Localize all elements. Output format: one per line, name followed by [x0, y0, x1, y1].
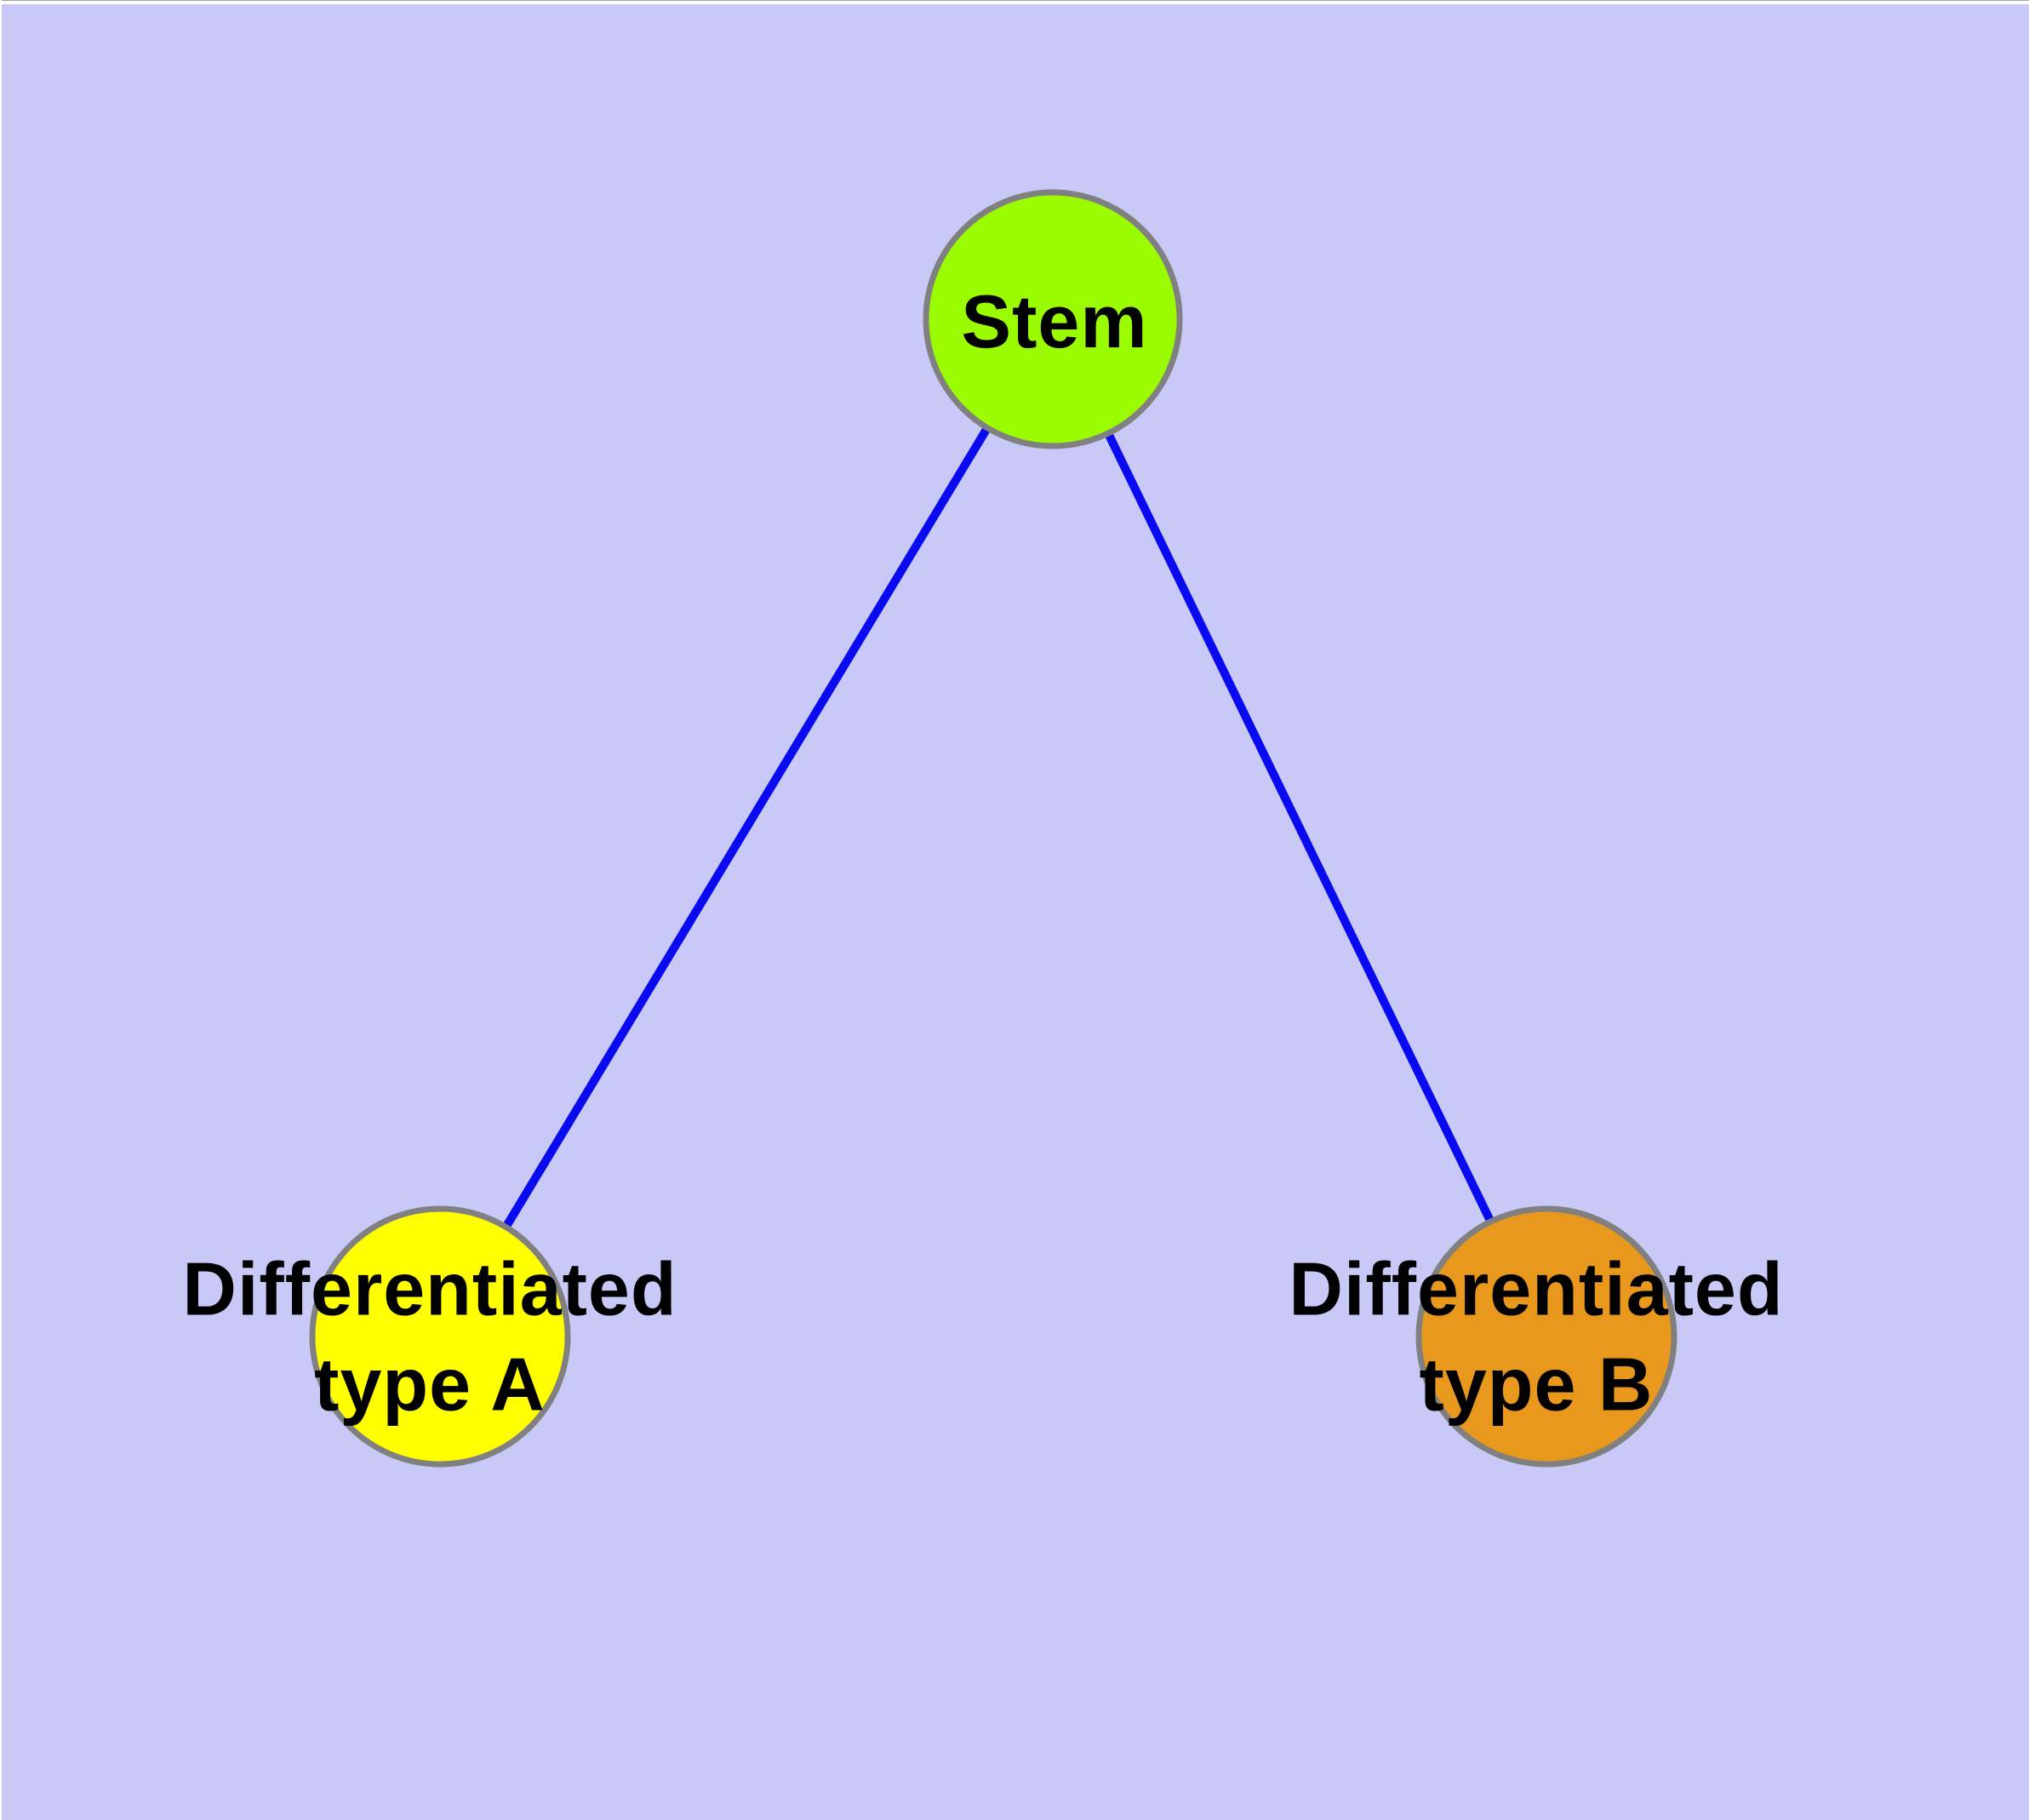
plot-margin-left [0, 0, 2, 1820]
node-type-a-label-line1: Differentiated [182, 1246, 677, 1331]
node-stem-label: Stem [961, 279, 1148, 364]
node-type-b-circle [1415, 1205, 1677, 1468]
edge-stem-to-type-b [1049, 317, 1551, 1339]
edge-stem-to-type-a [436, 317, 1057, 1339]
node-stem-circle [923, 189, 1183, 449]
plot-margin-top [0, 0, 2029, 4]
node-type-b-label: Differentiated type B [1289, 1241, 1783, 1432]
node-type-a-label-line2: type A [314, 1342, 546, 1426]
node-type-a-circle [309, 1205, 571, 1468]
node-type-a-label: Differentiated type A [182, 1241, 677, 1432]
node-type-b-label-line1: Differentiated [1289, 1246, 1784, 1331]
node-type-b-label-line2: type B [1419, 1342, 1654, 1426]
